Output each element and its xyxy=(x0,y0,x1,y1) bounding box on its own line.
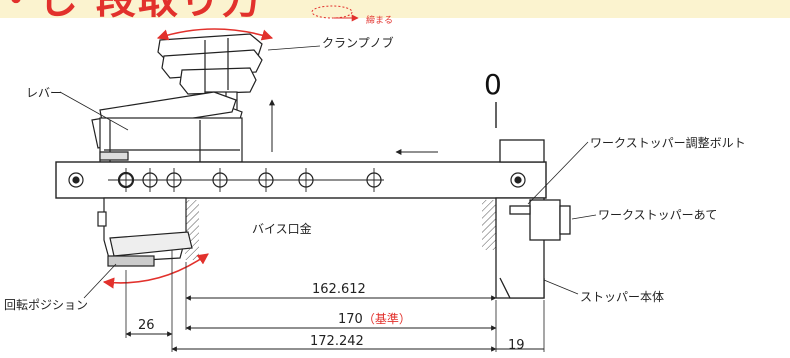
tighten-note: 締まる xyxy=(366,16,394,26)
dimension-26: 26 xyxy=(138,318,155,333)
dimension-170-value: 170 xyxy=(338,312,363,327)
work-stopper-plate-label: ワークストッパーあて xyxy=(598,208,718,222)
dimension-19: 19 xyxy=(508,338,525,353)
lever-leader xyxy=(59,91,129,131)
zero-label: 0 xyxy=(484,68,502,101)
header-band xyxy=(0,0,790,18)
clamp-knob-leader xyxy=(267,45,321,51)
stopper-plate-leader xyxy=(571,214,597,220)
work-stopper xyxy=(495,139,571,299)
swivel-body xyxy=(97,197,193,267)
right-jaw-hatch xyxy=(482,200,496,250)
clamp-knob-label: クランプノブ xyxy=(322,36,394,50)
dimension-162612: 162.612 xyxy=(312,282,366,297)
rotation-position-leader xyxy=(83,263,117,299)
dimension-170: 170（基準） xyxy=(338,312,411,327)
left-jaw-hatch xyxy=(185,200,199,260)
dimension-lines xyxy=(125,295,544,352)
tighten-rotation-icon xyxy=(311,5,359,22)
dimension-172242: 172.242 xyxy=(310,334,364,349)
vise-jaw-label: バイス口金 xyxy=(252,222,312,236)
stopper-bolt-leader xyxy=(527,141,589,205)
rotation-position-arrow xyxy=(102,253,209,289)
lever-label: レバー xyxy=(26,86,63,100)
reference-note: （基準） xyxy=(362,312,411,326)
stopper-body-leader xyxy=(543,279,579,295)
page-title: ・し 段取り方 xyxy=(0,0,264,23)
stopper-body-label: ストッパー本体 xyxy=(580,290,665,304)
rail-hole-centerlines xyxy=(108,168,384,192)
rotation-position-label: 回転ポジション xyxy=(4,298,89,312)
knob-rotation-arrow xyxy=(156,28,274,41)
work-stopper-bolt-label: ワークストッパー調整ボルト xyxy=(590,136,746,150)
lever xyxy=(91,91,243,163)
